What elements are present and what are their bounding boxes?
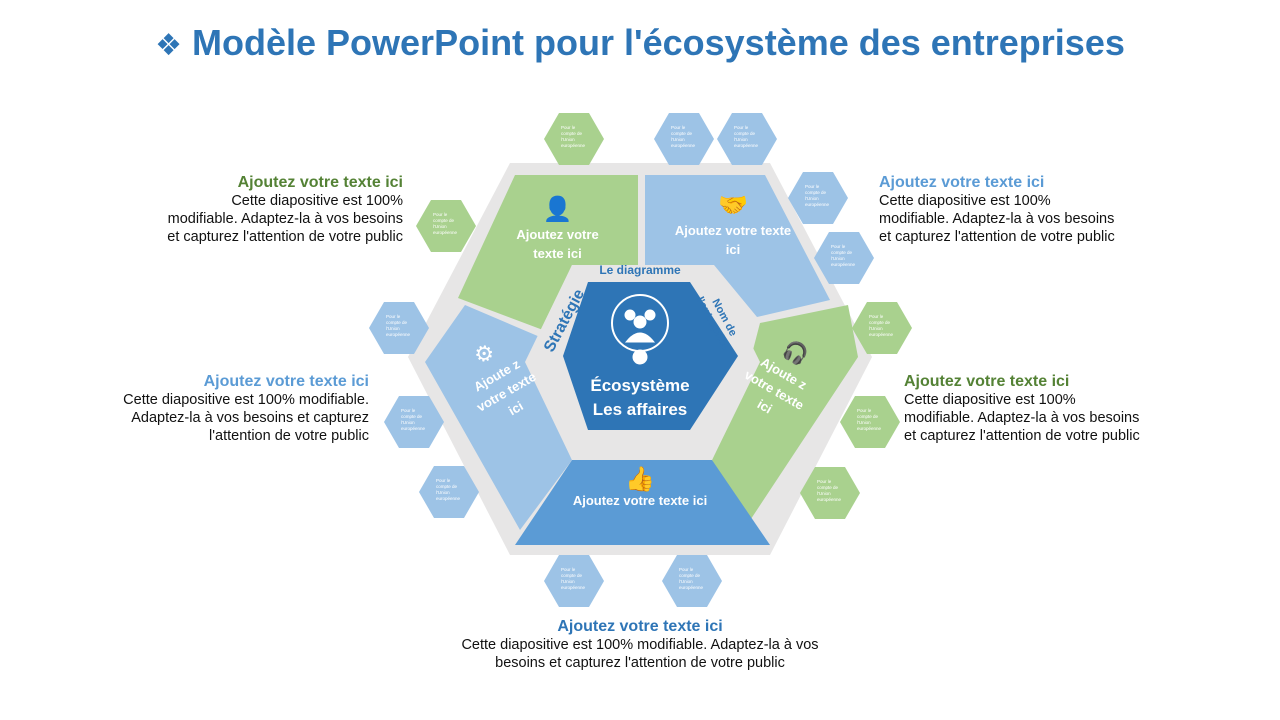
small-hexagon (800, 467, 860, 519)
segment-right (712, 305, 858, 528)
segment-top-right (645, 175, 830, 317)
small-hexagon (384, 396, 444, 448)
segment-label: Ajoutez votre texte ici (572, 493, 708, 508)
block-body: Cette diapositive est 100% modifiable. A… (123, 392, 369, 444)
small-hexagon (788, 172, 848, 224)
support-agent-icon: 👤 (542, 196, 573, 223)
segment-top-left (458, 175, 638, 330)
small-hexagon (544, 113, 604, 165)
block-body: Cette diapositive est 100% modifiable. A… (879, 193, 1115, 245)
small-hexagon (369, 302, 429, 354)
block-title: Ajoutez votre texte ici (904, 373, 1070, 390)
small-hexagon (662, 555, 722, 607)
segment-label: Ajoutez votre texte ici (674, 223, 792, 257)
small-hexagon (717, 113, 777, 165)
segment-bottom (515, 460, 770, 545)
small-hexagon (416, 200, 476, 252)
block-body: Cette diapositive est 100% modifiable. A… (461, 637, 819, 671)
slide-title: ❖ Modèle PowerPoint pour l'écosystème des… (0, 22, 1280, 64)
diamond-cluster-icon: ❖ (155, 29, 183, 62)
center-text: Écosystème Les affaires (570, 374, 710, 422)
ring-label-top: Le diagramme (599, 263, 681, 277)
block-body: Cette diapositive est 100% modifiable. A… (904, 392, 1140, 444)
block-title: Ajoutez votre texte ici (879, 174, 1045, 191)
team-icon (611, 294, 669, 365)
segment-label-top-left: 👤 Ajoutez votre texte ici (505, 196, 610, 263)
segment-label: Ajoutez votre texte ici (516, 227, 599, 261)
segment-label-top-right: 🤝 Ajoutez votre texte ici (668, 192, 798, 259)
block-title: Ajoutez votre texte ici (203, 373, 369, 390)
block-body: Cette diapositive est 100% modifiable. A… (167, 193, 403, 245)
segment-label-bottom: 👍Ajoutez votre texte ici (555, 466, 725, 510)
segment-left (425, 305, 572, 530)
center-line-1: Écosystème (590, 376, 690, 395)
block-title: Ajoutez votre texte ici (237, 174, 403, 191)
handshake-icon: 🤝 (718, 192, 748, 219)
small-hexagon (419, 466, 479, 518)
small-hexagon (852, 302, 912, 354)
small-hexagon (840, 396, 900, 448)
thumbs-up-icon: 👍 (625, 466, 655, 493)
center-hexagon (563, 282, 738, 430)
small-hexagon (654, 113, 714, 165)
small-hexagon (814, 232, 874, 284)
small-hexagon (544, 555, 604, 607)
block-title: Ajoutez votre texte ici (557, 618, 723, 635)
center-line-2: Les affaires (592, 400, 688, 419)
title-text: Modèle PowerPoint pour l'écosystème des … (192, 22, 1125, 63)
